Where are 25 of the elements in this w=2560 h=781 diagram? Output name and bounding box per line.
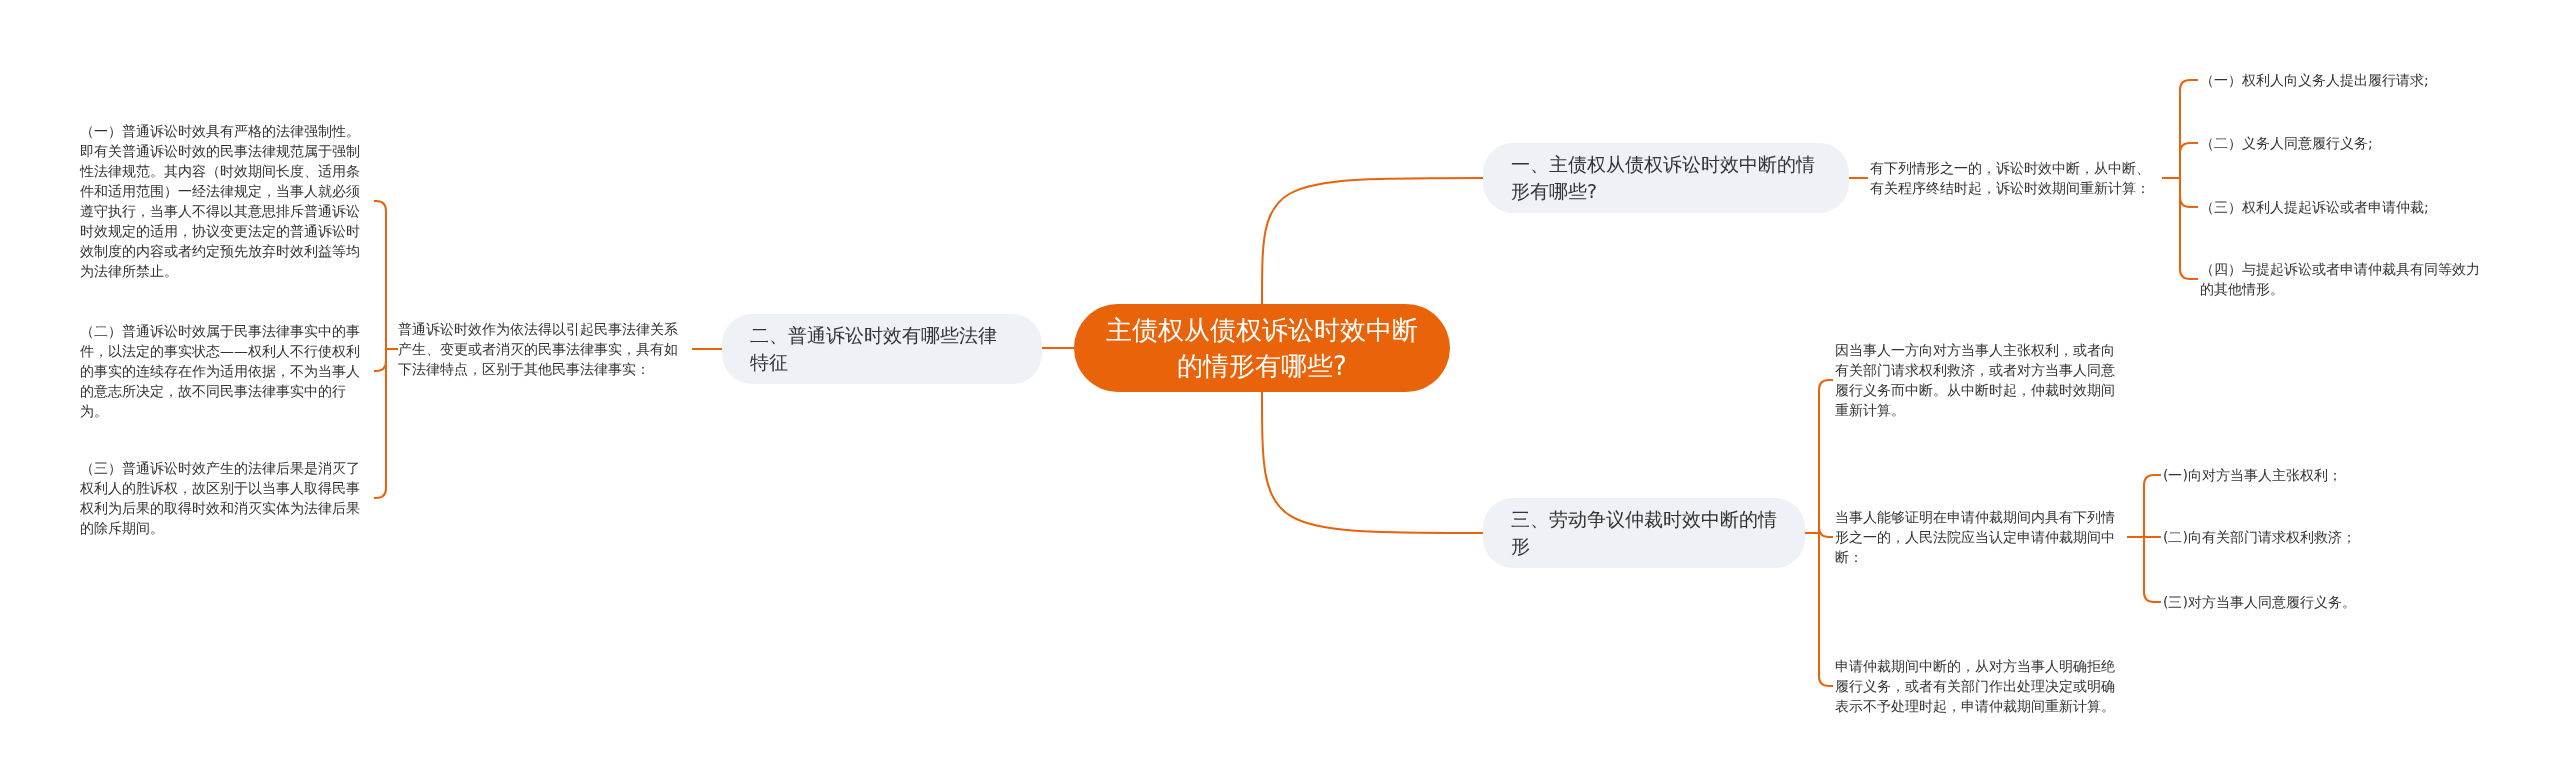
topic-text: 有下列情形之一的，诉讼时效中断，从中断、有关程序终结时起，诉讼时效期间重新计算： (1870, 158, 2162, 198)
central-topic: 主债权从债权诉讼时效中断的情形有哪些? (1074, 304, 1450, 392)
connector-line (1261, 177, 1484, 305)
topic-text: (二)向有关部门请求权利救济； (2163, 527, 2453, 547)
topic-text: 因当事人一方向对方当事人主张权利，或者向有关部门请求权利救济，或者对方当事人同意履行义务而中断。从中断时起，仲裁时效期间重新计算。 (1835, 340, 2127, 420)
topic-text: 普通诉讼时效作为依法得以引起民事法律关系产生、变更或者消灭的民事法律事实，具有如下法律特点，区别于其他民事法律事实： (398, 319, 690, 379)
topic-text: (一)向对方当事人主张权利； (2163, 465, 2453, 485)
branch-topic: 一、主债权从债权诉讼时效中断的情形有哪些? (1483, 143, 1849, 213)
topic-text: （一）权利人向义务人提出履行请求; (2200, 70, 2520, 90)
connector-line (1261, 391, 1484, 534)
topic-text: 当事人能够证明在申请仲裁期间内具有下列情形之一的，人民法院应当认定申请仲裁期间中断： (1835, 507, 2127, 567)
topic-text: （二）义务人同意履行义务; (2200, 133, 2520, 153)
topic-text: （四）与提起诉讼或者申请仲裁具有同等效力的其他情形。 (2200, 259, 2492, 299)
connector-line (1848, 177, 1869, 179)
branch-topic: 二、普通诉讼时效有哪些法律特征 (722, 314, 1042, 384)
connector-line (691, 348, 723, 350)
topic-text: 申请仲裁期间中断的，从对方当事人明确拒绝履行义务，或者有关部门作出处理决定或明确表示不予处理时起，申请仲裁期间重新计算。 (1835, 656, 2127, 716)
topic-text: （三）普通诉讼时效产生的法律后果是消灭了权利人的胜诉权，故区别于以当事人取得民事权利为后果的取得时效和消灭实体为法律后果的除斥期间。 (80, 458, 372, 538)
connector-line (1041, 347, 1075, 349)
connector-line (373, 348, 399, 499)
topic-text: （一）普通诉讼时效具有严格的法律强制性。即有关普通诉讼时效的民事法律规范属于强制性法律规范。其内容（时效期间长度、适用条件和适用范围）一经法律规定，当事人就必须遵守执行，当事人不得以其意思排斥普通诉讼时效规定的适用，协议变更法定的普通诉讼时效制度的内容或者约定预先放弃时效利益等均为法律所禁止。 (80, 121, 372, 281)
branch-topic: 三、劳动争议仲裁时效中断的情形 (1483, 498, 1805, 568)
topic-text: （三）权利人提起诉讼或者申请仲裁; (2200, 197, 2520, 217)
topic-text: (三)对方当事人同意履行义务。 (2163, 592, 2453, 612)
topic-text: （二）普通诉讼时效属于民事法律事实中的事件，以法定的事实状态——权利人不行使权利的事实的连续存在作为适用依据，不为当事人的意志所决定，故不同民事法律事实中的行为。 (80, 321, 372, 421)
